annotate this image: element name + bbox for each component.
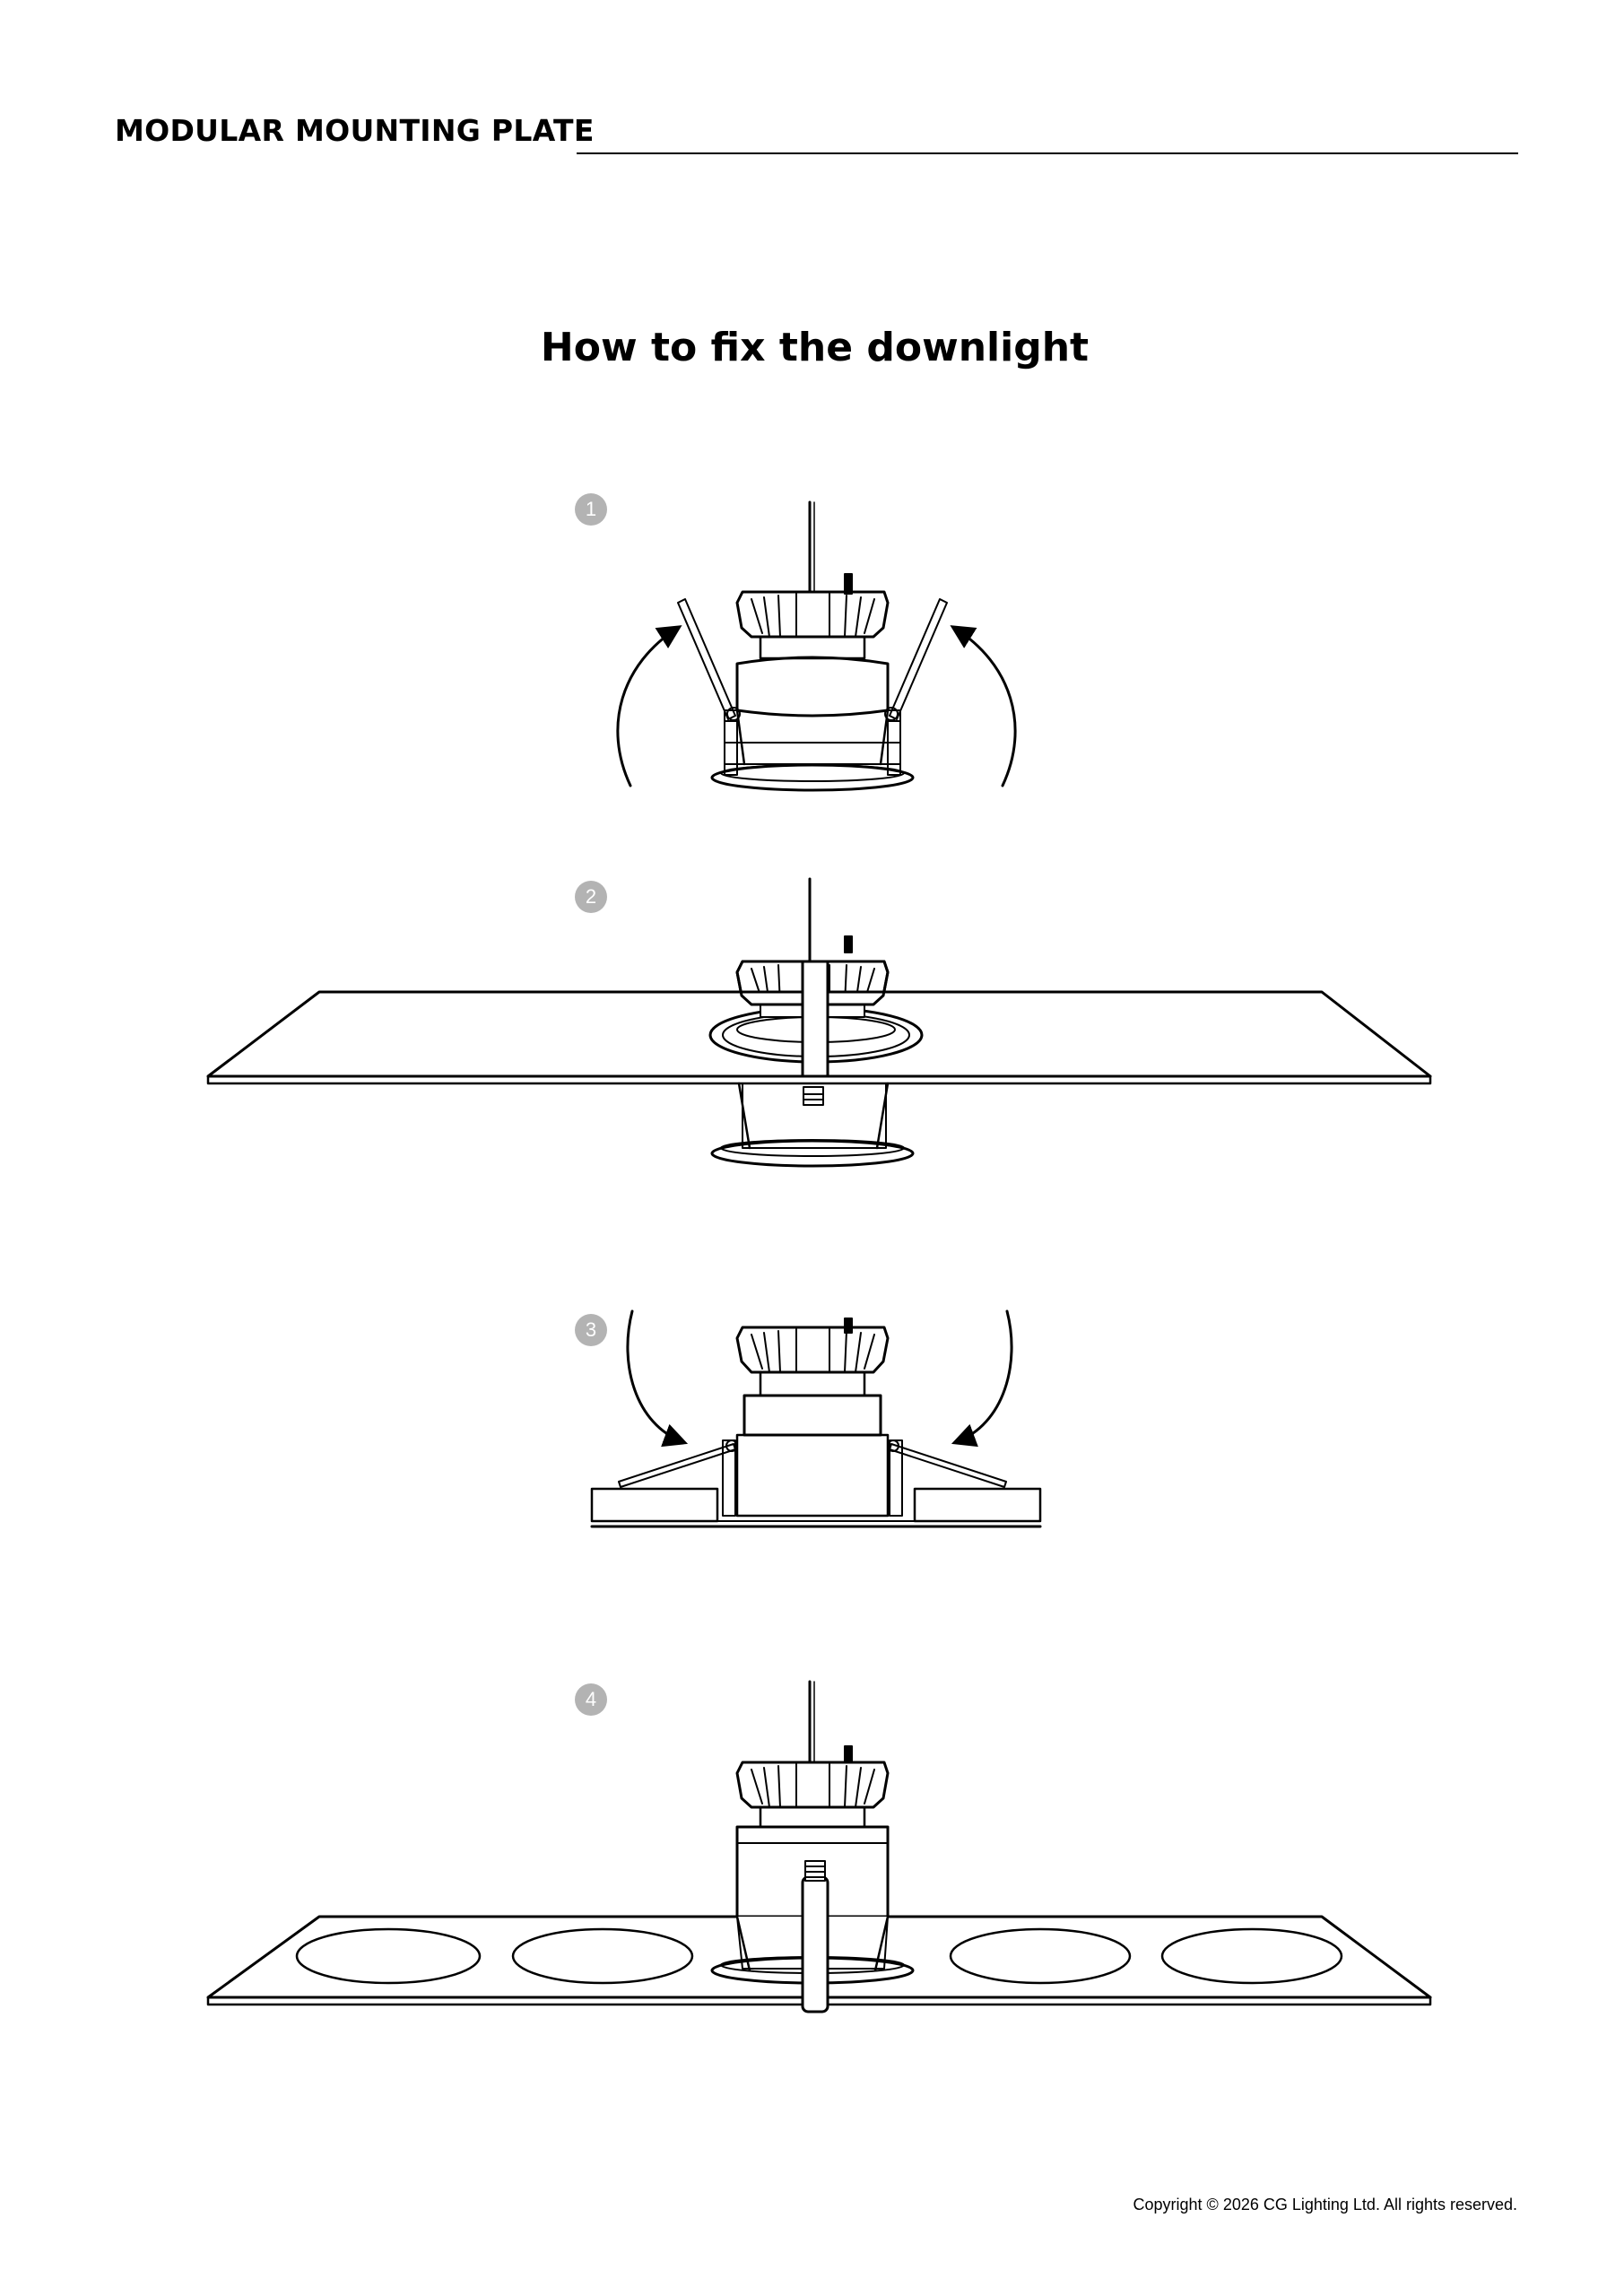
- step-1-diagram: [0, 502, 1624, 807]
- step-1-badge: 1: [575, 493, 607, 526]
- step-4-badge: 4: [575, 1683, 607, 1716]
- step-3-diagram: [0, 1292, 1624, 1525]
- step-2-diagram: [0, 879, 1624, 1184]
- page-heading: How to fix the downlight: [0, 325, 1624, 370]
- page-heading-text: How to fix the downlight: [540, 325, 1090, 370]
- document-title: MODULAR MOUNTING PLATE: [115, 113, 595, 148]
- step-2-badge: 2: [575, 881, 607, 913]
- step-4-diagram: [0, 1682, 1624, 2022]
- copyright-notice: Copyright © 2026 CG Lighting Ltd. All ri…: [1133, 2196, 1517, 2213]
- step-3-badge: 3: [575, 1314, 607, 1346]
- header-divider: [577, 152, 1518, 154]
